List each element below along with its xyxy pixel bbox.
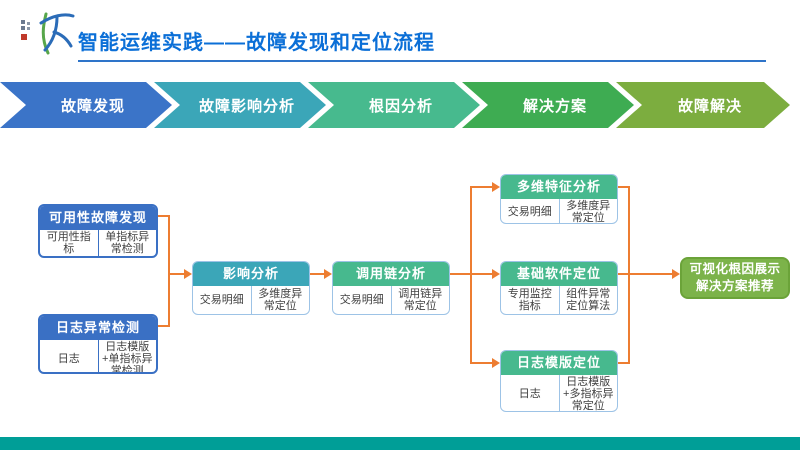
box-cell: 调用链异常定位 (390, 286, 450, 314)
box-cell: 交易明细 (339, 293, 384, 306)
box-impact-analysis: 影响分析 交易明细 多维度异常定位 (192, 261, 310, 315)
stage-label: 故障解决 (677, 97, 742, 115)
box-cell: 可用性指标 (46, 231, 91, 256)
box-log-anomaly-detection: 日志异常检测 日志 日志模版+单指标异常检测 (38, 314, 158, 374)
stage-label: 解决方案 (522, 97, 587, 115)
result-line: 可视化根因展示 (689, 261, 781, 276)
title-underline (78, 60, 766, 62)
stage-fault-resolved: 故障解决 (616, 82, 790, 128)
box-cell: 日志模版+单指标异常检测 (97, 340, 157, 372)
box-cell: 组件异常定位算法 (558, 286, 618, 314)
connector-trace-out (450, 273, 472, 275)
box-cell: 多维度异常定位 (558, 199, 618, 223)
box-title: 日志异常检测 (40, 316, 156, 340)
box-title: 调用链分析 (333, 262, 449, 286)
connector-into-multidim (470, 186, 493, 188)
box-multidim-feature-analysis: 多维特征分析 交易明细 多维度异常定位 (500, 174, 618, 224)
arrowhead-into-trace (324, 269, 332, 279)
page-title: 智能运维实践——故障发现和定位流程 (78, 32, 435, 54)
box-cell: 多维度异常定位 (250, 286, 310, 314)
arrowhead-into-logtemplate (492, 358, 500, 368)
box-base-software-locating: 基础软件定位 专用监控指标 组件异常定位算法 (500, 261, 618, 315)
box-availability-fault-discovery: 可用性故障发现 可用性指标 单指标异常检测 (38, 204, 158, 258)
box-root-cause-result: 可视化根因展示 解决方案推荐 (680, 257, 790, 299)
arrowhead-into-impact (184, 269, 192, 279)
box-title: 影响分析 (193, 262, 309, 286)
stage-fault-discovery: 故障发现 (0, 82, 172, 128)
stage-root-cause: 根因分析 (308, 82, 480, 128)
company-logo-icon (21, 12, 75, 55)
box-cell: 单指标异常检测 (97, 230, 157, 256)
bottom-accent-bar (0, 437, 800, 450)
stage-solution: 解决方案 (462, 82, 634, 128)
connector-right-merge (628, 186, 630, 364)
box-cell: 日志模版+多指标异常定位 (558, 375, 618, 411)
stage-label: 根因分析 (368, 97, 433, 115)
arrowhead-into-multidim (492, 182, 500, 192)
box-cell: 日志 (57, 353, 80, 366)
arrowhead-into-software (492, 269, 500, 279)
box-cell: 专用监控指标 (507, 287, 552, 312)
box-title: 多维特征分析 (501, 175, 617, 199)
box-title: 日志模版定位 (501, 351, 617, 375)
connector-into-software (470, 273, 493, 275)
connector-logtemplate-out (618, 362, 630, 364)
box-log-template-locating: 日志模版定位 日志 日志模版+多指标异常定位 (500, 350, 618, 412)
stage-label: 故障发现 (60, 97, 125, 115)
connector-right-branch (470, 186, 472, 364)
result-line: 解决方案推荐 (695, 279, 774, 293)
connector-availability-out (158, 215, 170, 217)
stage-label: 故障影响分析 (198, 97, 295, 115)
connector-loganomaly-out (158, 325, 170, 327)
box-cell: 交易明细 (199, 293, 244, 306)
box-trace-analysis: 调用链分析 交易明细 调用链异常定位 (332, 261, 450, 315)
connector-left-merge (168, 215, 170, 327)
connector-multidim-out (618, 186, 630, 188)
box-cell: 日志 (518, 388, 541, 401)
box-cell: 交易明细 (507, 206, 552, 219)
connector-into-result (618, 273, 674, 275)
connector-impact-to-trace (310, 273, 326, 275)
box-title: 基础软件定位 (501, 262, 617, 286)
box-title: 可用性故障发现 (40, 206, 156, 230)
connector-into-logtemplate (470, 362, 493, 364)
stage-impact-analysis: 故障影响分析 (154, 82, 326, 128)
connector-into-impact (168, 273, 186, 275)
arrowhead-into-result (672, 269, 680, 279)
